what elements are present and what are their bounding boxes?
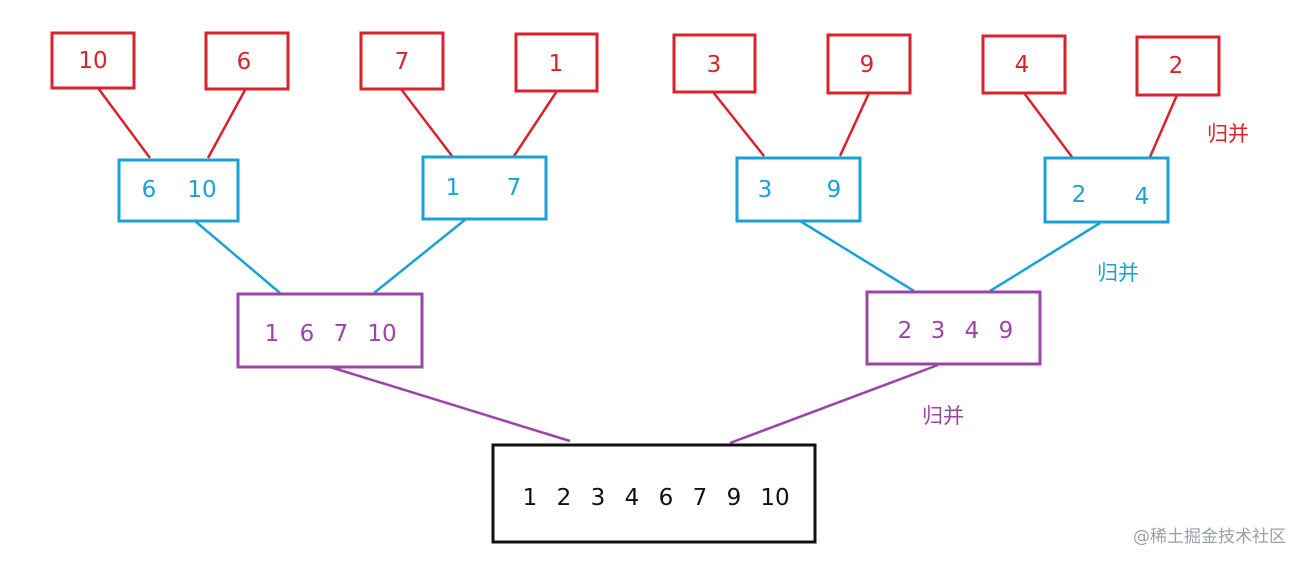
leaf-value: 4 <box>1015 52 1030 78</box>
pair-connectors <box>194 218 1101 294</box>
result-value: 4 <box>625 485 640 511</box>
quad-value: 10 <box>367 321 396 347</box>
connector <box>989 221 1101 293</box>
pair-value: 6 <box>142 177 157 203</box>
connector <box>1148 94 1179 158</box>
merge-label-level-1: 归并 <box>1207 122 1249 146</box>
pair-box <box>735 156 862 223</box>
connector <box>206 89 247 159</box>
leaf-value: 10 <box>78 48 107 74</box>
quad-value: 2 <box>898 318 913 344</box>
pair-value: 4 <box>1135 184 1150 210</box>
connector <box>96 87 152 159</box>
leaf-box <box>204 31 290 91</box>
leaf-value: 6 <box>237 49 252 75</box>
result-value: 2 <box>557 485 572 511</box>
watermark: @稀土掘金技术社区 <box>1133 527 1286 547</box>
quad-row: 1 6 7 10 2 3 4 9 <box>236 290 1042 369</box>
pair-value: 2 <box>1072 182 1087 208</box>
leaf-value: 9 <box>860 52 875 78</box>
pair-value: 1 <box>446 175 461 201</box>
leaf-value: 1 <box>549 51 564 77</box>
connector <box>512 90 559 157</box>
quad-value: 3 <box>931 318 946 344</box>
quad-value: 1 <box>265 321 280 347</box>
result-value: 10 <box>760 485 789 511</box>
leaf-box <box>1135 35 1221 97</box>
leaf-row: 10 6 7 1 3 9 4 2 <box>50 31 1221 97</box>
pair-box <box>421 155 548 221</box>
leaf-box <box>981 34 1067 95</box>
leaf-value: 3 <box>707 52 722 78</box>
result-value: 1 <box>523 485 538 511</box>
leaf-box <box>514 32 599 93</box>
leaf-box <box>50 31 136 90</box>
connector <box>729 363 939 445</box>
connector <box>329 365 571 443</box>
result-box <box>491 443 817 544</box>
pair-value: 10 <box>187 177 216 203</box>
connector <box>799 219 915 293</box>
pair-box <box>117 158 240 223</box>
leaf-box <box>672 33 757 94</box>
result-value: 9 <box>727 485 742 511</box>
quad-connectors <box>329 363 939 445</box>
connector <box>194 220 281 294</box>
pair-row: 6 10 1 7 3 9 2 4 <box>117 155 1170 224</box>
result-value: 7 <box>693 485 708 511</box>
quad-value: 6 <box>300 321 315 347</box>
pair-value: 9 <box>827 177 842 203</box>
quad-value: 4 <box>965 318 980 344</box>
merge-label-level-3: 归并 <box>922 404 964 428</box>
quad-box <box>236 292 424 369</box>
pair-value: 3 <box>758 177 773 203</box>
pair-value: 7 <box>507 175 522 201</box>
connector <box>1023 92 1073 158</box>
quad-box <box>865 290 1042 366</box>
connector <box>838 92 871 157</box>
merge-label-level-2: 归并 <box>1097 261 1139 285</box>
pair-box <box>1043 156 1170 224</box>
leaf-box <box>826 33 912 95</box>
leaf-value: 7 <box>395 49 410 75</box>
result-row: 1 2 3 4 6 7 9 10 <box>491 443 817 544</box>
result-value: 6 <box>659 485 674 511</box>
result-value: 3 <box>591 485 606 511</box>
quad-value: 7 <box>334 321 349 347</box>
leaf-box <box>359 31 445 91</box>
connector <box>712 91 765 157</box>
quad-value: 9 <box>999 318 1014 344</box>
leaf-connectors <box>96 87 1179 159</box>
connector <box>400 88 453 157</box>
connector <box>373 218 467 294</box>
leaf-value: 2 <box>1169 53 1184 79</box>
